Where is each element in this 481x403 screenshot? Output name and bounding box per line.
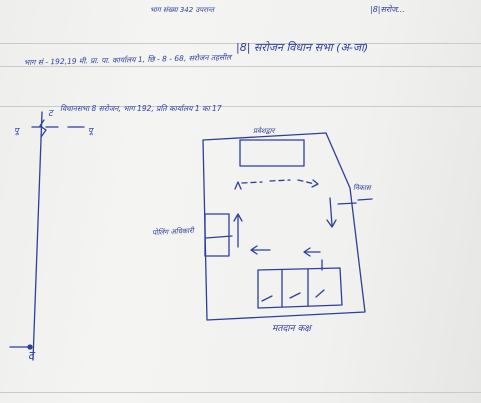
vertical-bottom-label: ट: [28, 349, 34, 362]
ruled-line: [0, 392, 481, 393]
top-note: भाग संख्या 342 उपरान्त: [150, 6, 215, 14]
tick-left-label: पू: [14, 126, 19, 135]
top-room-label: प्रवेशद्वार: [253, 127, 275, 135]
vertical-top-label: ट: [48, 109, 53, 119]
arrowhead: [233, 213, 243, 222]
ruled-line: [0, 106, 481, 107]
entrance-room: [239, 139, 305, 167]
line-note: विधानसभा 8 सरोजन, भाग 192, प्रति कार्याल…: [60, 104, 222, 113]
room-outline: [202, 132, 366, 321]
bottom-dot: [27, 344, 33, 350]
desk-pointer: [205, 235, 233, 239]
right-label: निकास: [353, 184, 371, 192]
arrowhead: [326, 219, 337, 228]
vertical-line: [32, 111, 43, 361]
exit-line: [337, 198, 373, 205]
tick-right-label: पू: [88, 126, 93, 135]
page-title: |8| सरोजन विधान सभा (अ-जा): [236, 41, 369, 54]
top-right-code: |8|सरोज...: [370, 5, 405, 14]
arrowhead: [311, 179, 319, 188]
officer-desk: [204, 213, 230, 257]
arrowhead: [234, 181, 242, 190]
bottom-label: मतदान कक्ष: [272, 324, 311, 334]
ruled-line: [0, 66, 481, 67]
voting-booths: [257, 267, 343, 309]
flow-arrow-top: [241, 179, 316, 185]
tick-squiggle: [39, 119, 47, 138]
ruled-line: [0, 43, 481, 44]
arrowhead: [250, 245, 258, 255]
booth-marks: [261, 289, 325, 302]
arrowhead: [303, 247, 311, 257]
flow-arrow-right: [329, 197, 333, 226]
